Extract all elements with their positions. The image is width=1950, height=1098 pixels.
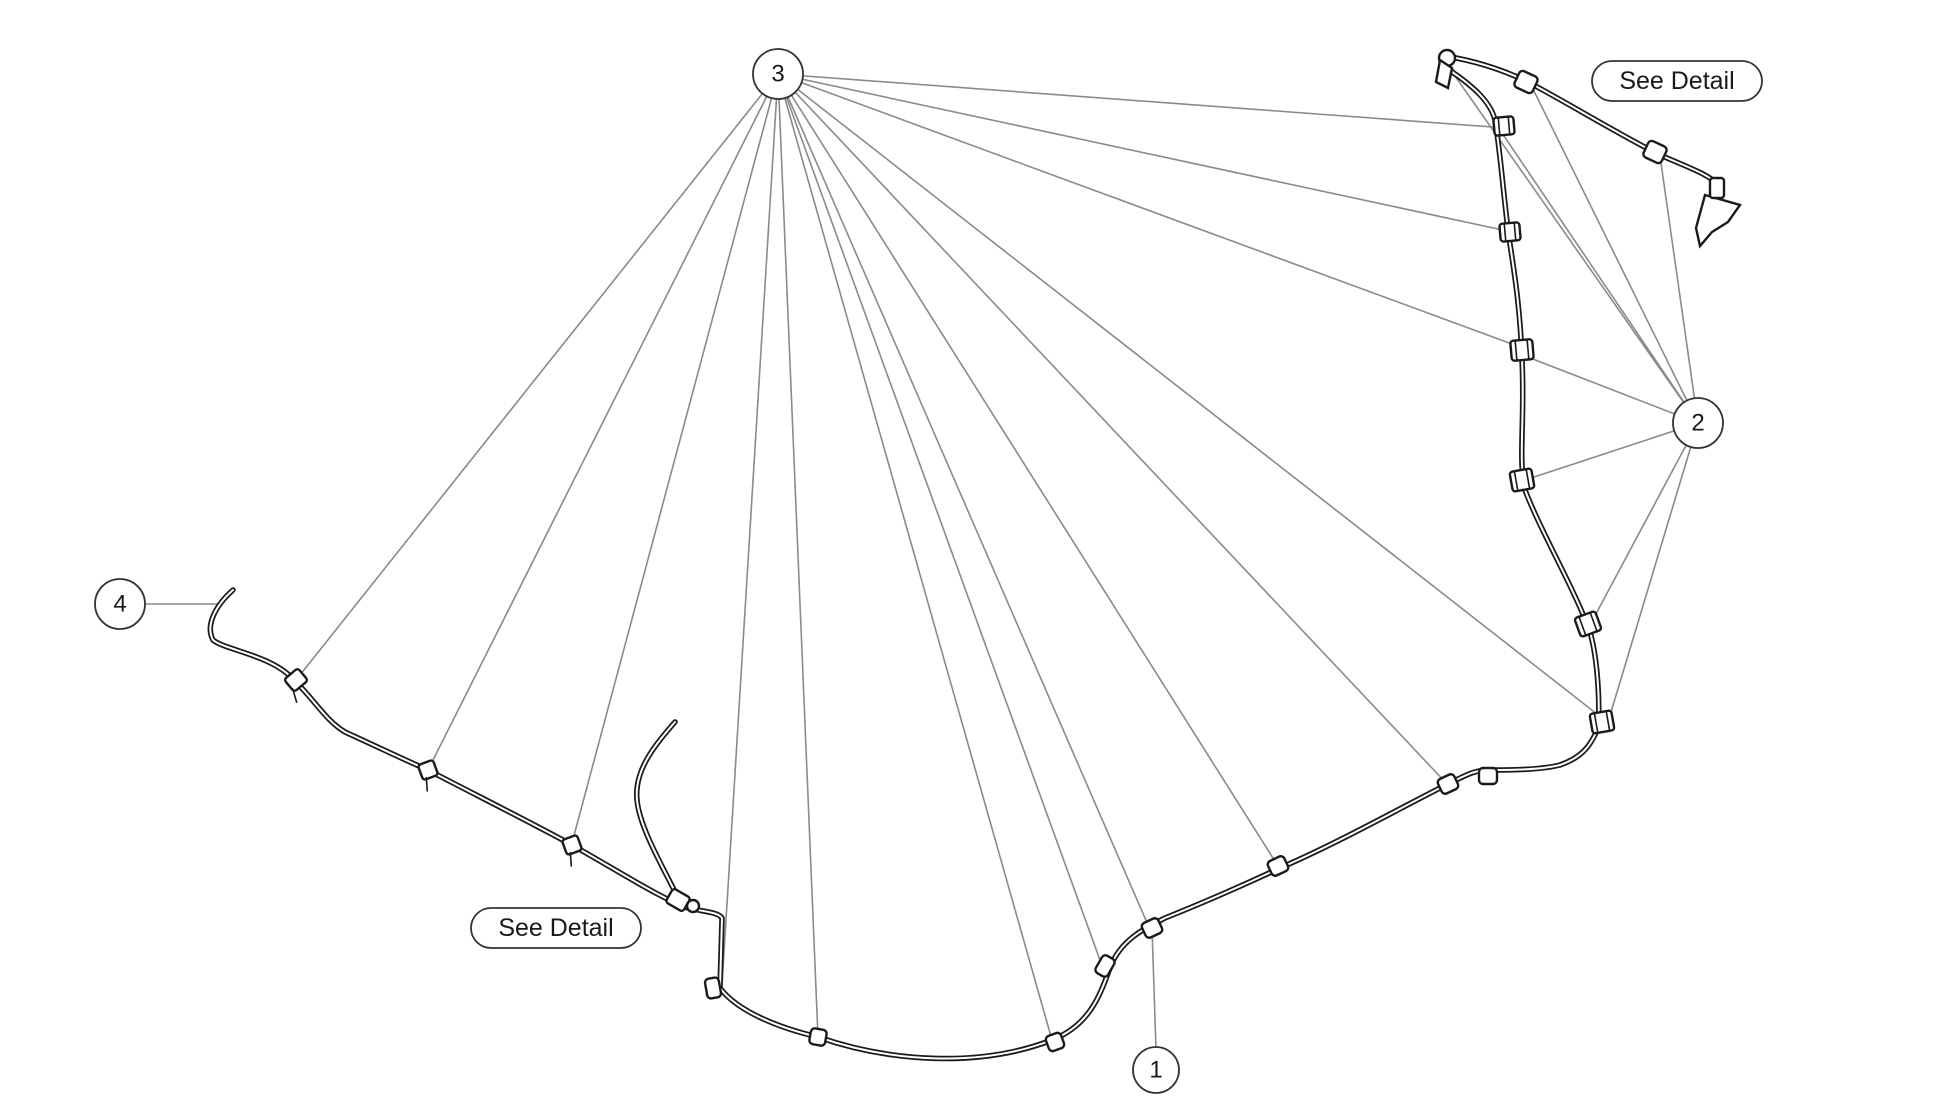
leader-lines [145, 73, 1699, 1050]
clip [1492, 115, 1516, 137]
balloon-item-2-label: 2 [1691, 410, 1704, 437]
leader-3-b [427, 73, 779, 771]
caliper-fitting-bracket [1694, 193, 1742, 249]
clip [808, 1027, 828, 1047]
see-detail-callout-bottom-left[interactable]: See Detail [470, 907, 642, 949]
leader-2-a [1454, 75, 1699, 424]
leader-3-m [777, 73, 1513, 233]
leader-3-d [721, 73, 779, 986]
retaining-clips [283, 69, 1668, 1053]
upper-fitting-body [1434, 57, 1454, 90]
clip [1588, 709, 1616, 735]
leader-1 [1151, 927, 1157, 1050]
leader-3-l [777, 73, 1513, 345]
clip [1436, 773, 1460, 795]
clip [703, 976, 723, 1000]
leader-2-d [1659, 155, 1699, 424]
junction-nut [685, 898, 701, 914]
leader-3-h [777, 73, 1149, 926]
brake-tubing [207, 53, 1721, 1062]
leader-3-f [777, 73, 1053, 1041]
leader-3-g [777, 73, 1101, 961]
leader-3-i [777, 73, 1279, 867]
clip [1508, 467, 1536, 493]
clip [561, 834, 583, 867]
main-brake-line-highlight [209, 55, 1600, 1060]
clip [1642, 139, 1668, 165]
leader-2-g [1589, 422, 1699, 626]
clip [1573, 610, 1603, 638]
leader-3-c [571, 73, 779, 844]
clip [1513, 69, 1539, 95]
balloon-item-4[interactable]: 4 [94, 578, 146, 630]
leader-3-a [295, 73, 779, 681]
caliper-fitting-nut [1708, 176, 1726, 200]
balloon-item-3[interactable]: 3 [752, 48, 804, 100]
leader-2-e [1524, 355, 1699, 424]
upper-right-line-highlight [1444, 55, 1719, 186]
balloon-item-1[interactable]: 1 [1132, 1046, 1180, 1094]
leader-2-b [1501, 132, 1699, 424]
see-detail-bottom-left-label: See Detail [498, 914, 613, 942]
clip [417, 759, 439, 792]
balloon-item-4-label: 4 [113, 591, 126, 618]
leader-3-n [777, 73, 1507, 129]
clip [1094, 954, 1116, 978]
leader-2-f [1524, 422, 1699, 481]
branch-brake-line-highlight [635, 721, 683, 907]
leader-2-c [1529, 82, 1699, 424]
clip [1266, 855, 1290, 877]
leader-3-e [777, 73, 819, 1038]
clip [1140, 917, 1164, 939]
clip [283, 668, 309, 704]
clip [1044, 1031, 1066, 1053]
end-fittings [665, 48, 1742, 914]
leader-3-j [777, 73, 1449, 786]
balloon-item-2[interactable]: 2 [1672, 397, 1724, 449]
balloon-item-3-label: 3 [771, 61, 784, 88]
leader-2-h [1607, 422, 1699, 723]
see-detail-top-right-label: See Detail [1619, 67, 1734, 95]
branch-brake-line [634, 719, 685, 909]
see-detail-callout-top-right[interactable]: See Detail [1591, 60, 1763, 102]
balloon-item-1-label: 1 [1149, 1057, 1162, 1084]
item-balloons: 3 2 4 1 [94, 48, 1724, 1094]
leader-3-k [777, 73, 1603, 719]
clip [1509, 338, 1535, 362]
clip [1477, 766, 1499, 786]
clip [1498, 221, 1522, 243]
